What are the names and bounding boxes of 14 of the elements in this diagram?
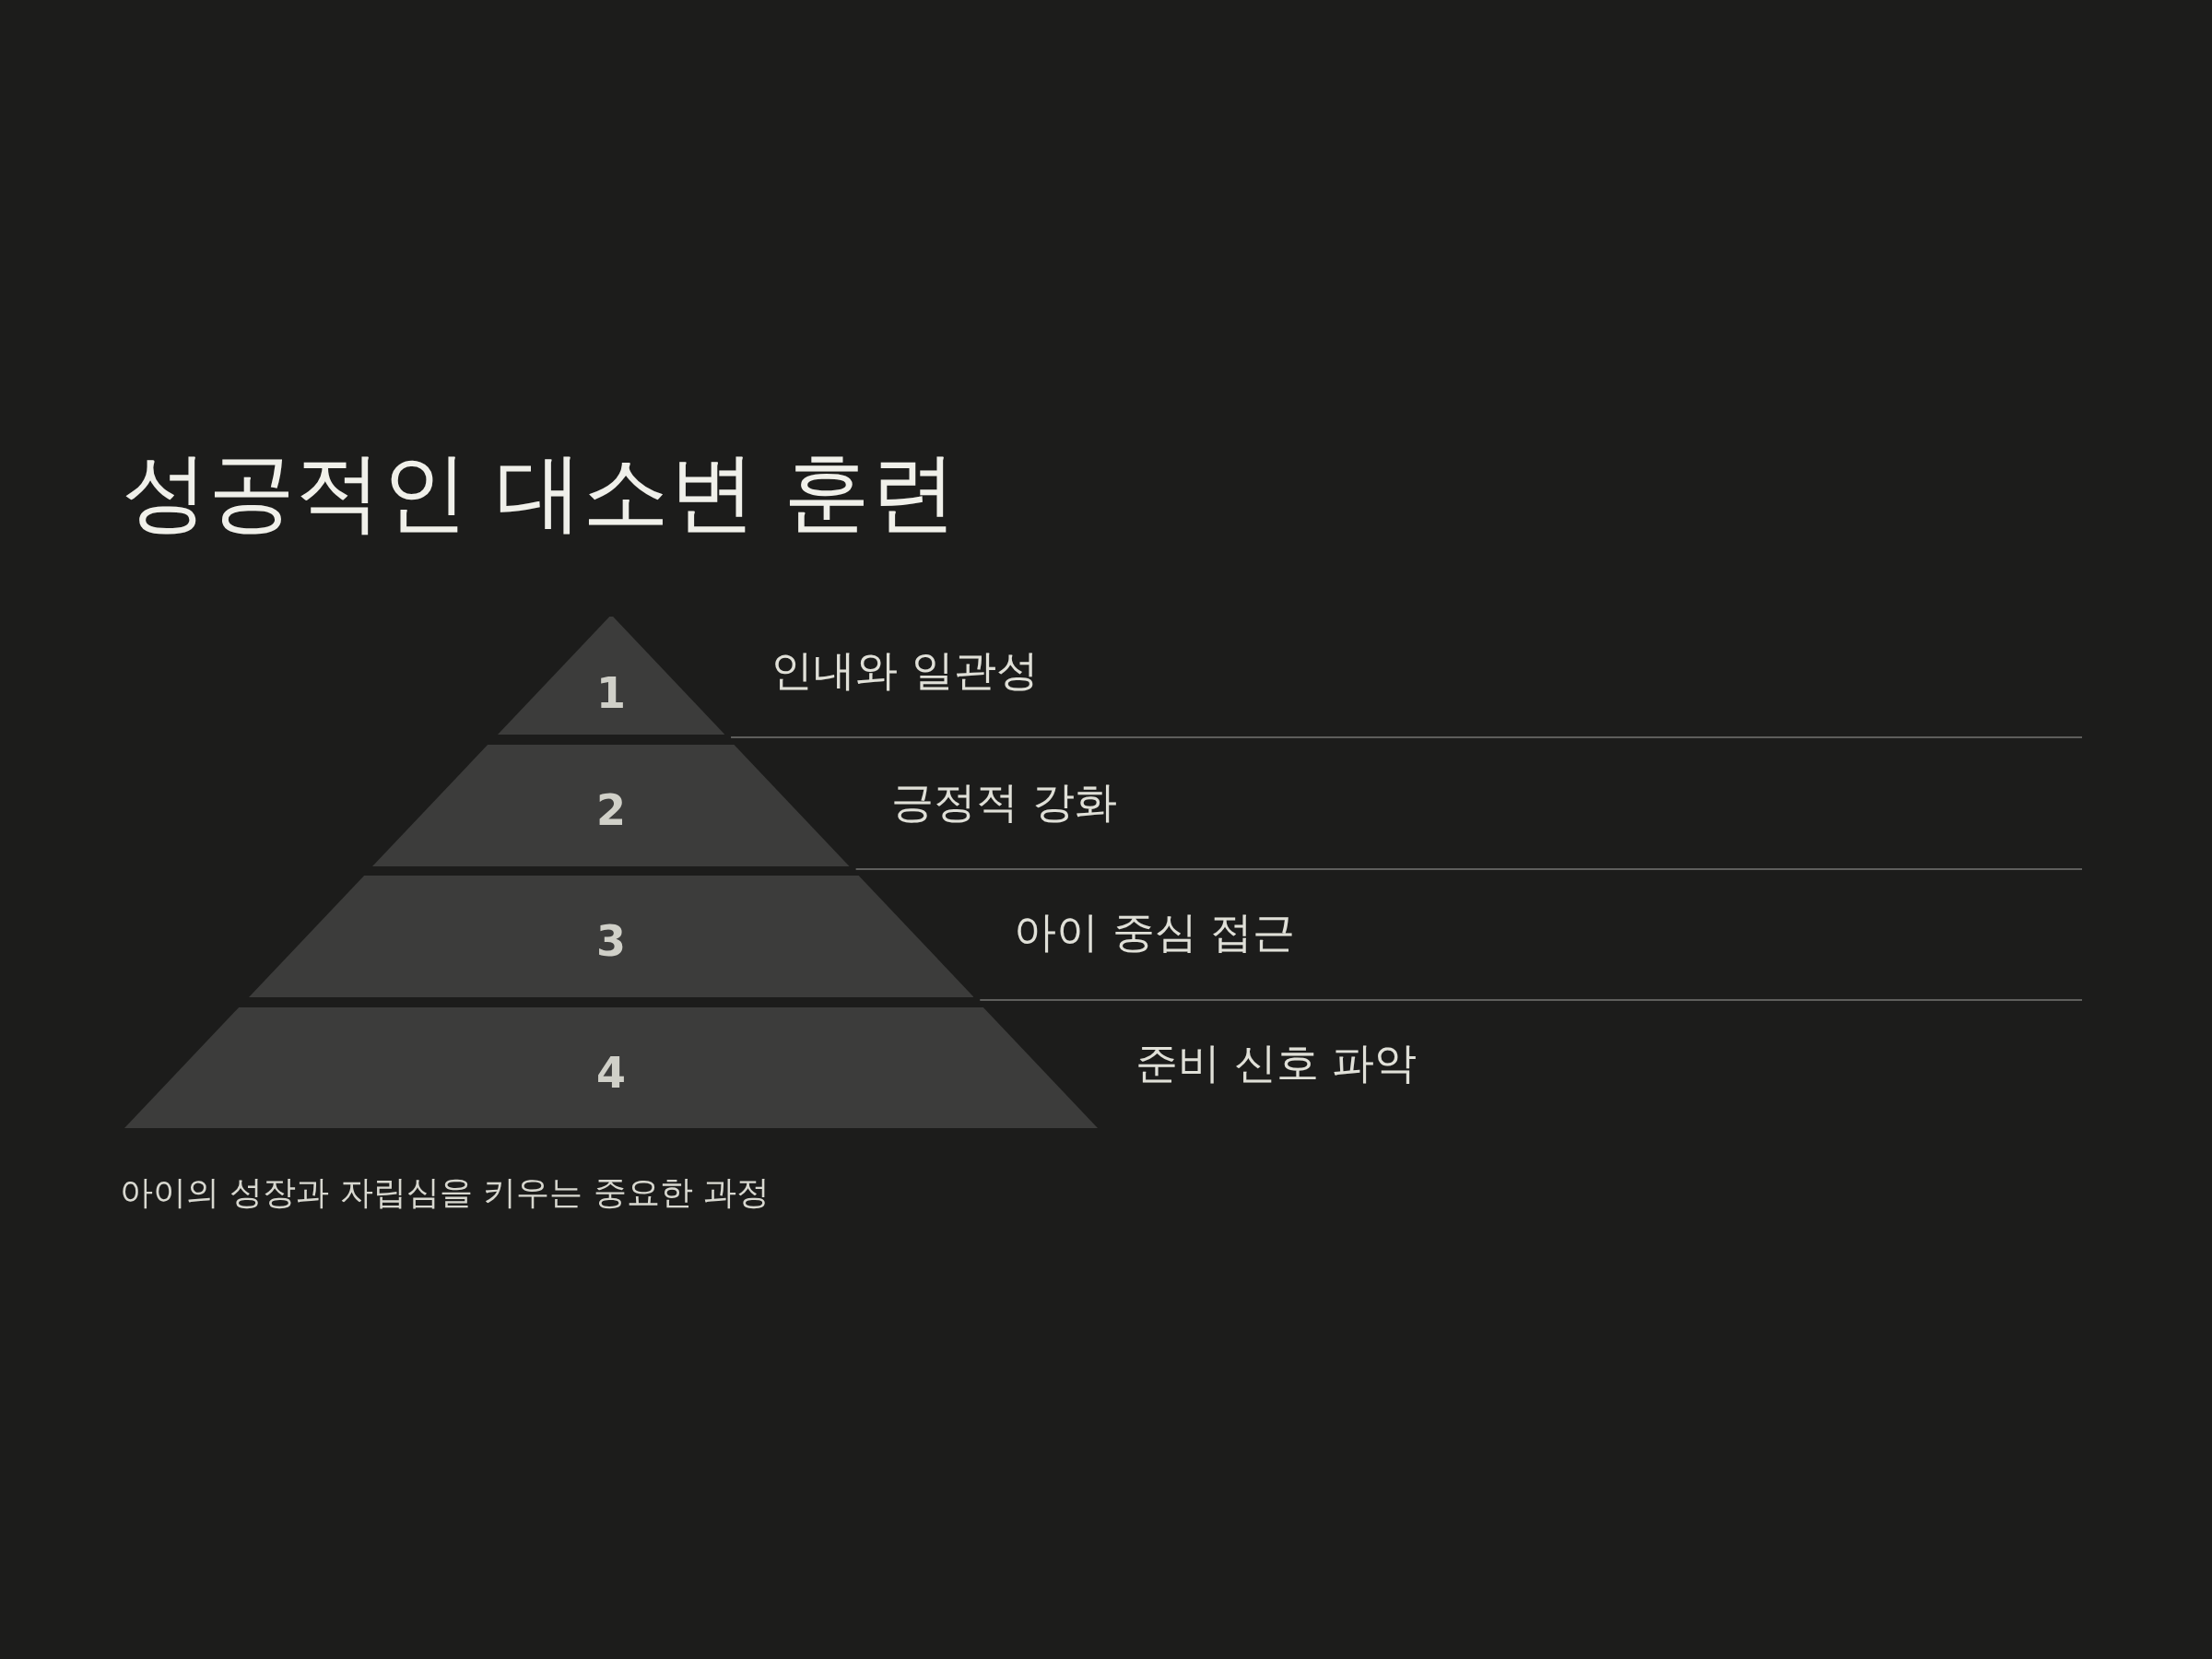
layer-label: 아이 중심 접근 [1014,907,1296,959]
caption: 아이의 성장과 자립심을 키우는 중요한 과정 [120,1172,771,1213]
layer-label: 인내와 일관성 [771,645,1039,697]
layer-label: 준비 신호 파악 [1135,1038,1418,1089]
title: 성공적인 대소변 훈련 [122,441,957,544]
layer-number: 4 [595,1051,627,1094]
pyramid-layer [497,617,725,735]
layer-number: 2 [594,789,627,831]
layer-label: 긍정적 강화 [891,777,1117,829]
pyramid-layer [124,1007,1098,1128]
layer-number: 3 [594,920,627,962]
pyramid-layer [248,876,974,997]
pyramid-layer [372,745,850,866]
layer-number: 1 [595,672,627,714]
